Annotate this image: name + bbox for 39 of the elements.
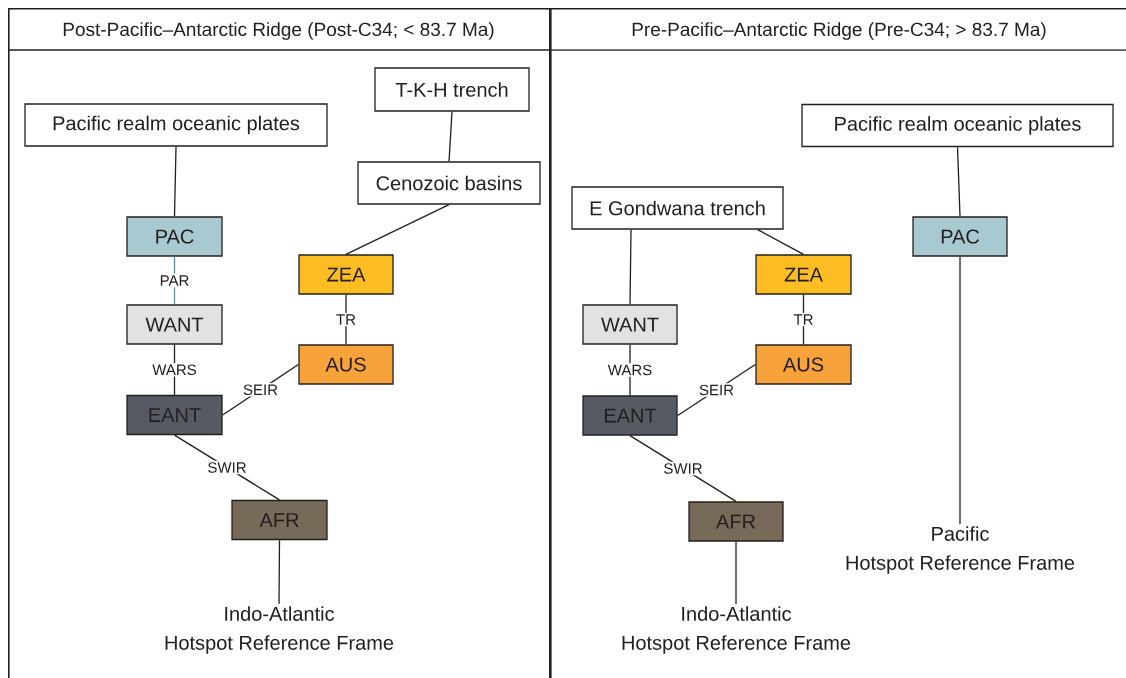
label-box: E Gondwana trench — [571, 186, 784, 230]
frame-label: Indo-Atlantic Hotspot Reference Frame — [165, 606, 394, 654]
edge-label: SWIR — [664, 463, 702, 474]
connector-line — [173, 146, 177, 217]
label-box: Pacific realm oceanic plates — [24, 103, 328, 147]
connector-line — [757, 229, 805, 255]
connector-line — [735, 541, 737, 605]
plate-box: AUS — [755, 344, 852, 385]
edge-label: WARS — [152, 364, 197, 376]
frame-label: Pacific Hotspot Reference Frame — [846, 526, 1075, 574]
connector-line — [802, 294, 805, 345]
label-box: T-K-H trench — [374, 67, 530, 112]
edge-label: SEIR — [243, 384, 278, 396]
label-box: Cenozoic basins — [357, 161, 541, 205]
edge-label: PAR — [160, 275, 189, 286]
connector-line — [345, 204, 450, 255]
plate-box: EANT — [582, 395, 678, 436]
plate-box: ZEA — [298, 254, 394, 295]
plate-box: AFR — [231, 499, 328, 541]
label-box: Pacific realm oceanic plates — [801, 103, 1114, 148]
plate-box: PAC — [912, 216, 1008, 257]
plate-box: WANT — [582, 304, 678, 345]
connector-line — [448, 111, 453, 162]
plate-box: WANT — [126, 304, 223, 345]
connector-line — [956, 146, 961, 217]
connector-line — [629, 229, 632, 305]
edge-label: SWIR — [208, 462, 246, 473]
edge-label: TR — [793, 314, 813, 325]
edge-label: TR — [336, 314, 356, 325]
plate-box: EANT — [126, 394, 223, 436]
plate-box: ZEA — [755, 254, 852, 295]
connector-line — [959, 256, 961, 525]
plate-box: AUS — [298, 344, 394, 385]
frame-label: Indo-Atlantic Hotspot Reference Frame — [622, 606, 851, 654]
connector-line — [278, 539, 281, 605]
plate-box: PAC — [126, 216, 223, 257]
edge-label: WARS — [607, 364, 652, 376]
plate-box: AFR — [688, 501, 784, 542]
edge-label: SEIR — [699, 384, 734, 396]
